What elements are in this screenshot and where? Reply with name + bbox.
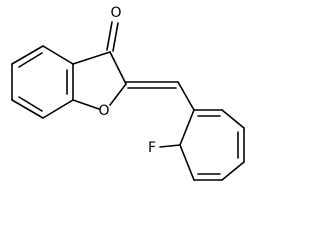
exocyclic-double-bond — [125, 81, 195, 111]
bond-c7-c7a — [42, 99, 74, 119]
bond-o1-c7a — [72, 99, 100, 110]
fused-benzene-ring — [11, 45, 74, 119]
bond-c6-c7 — [11, 99, 44, 119]
carbonyl-group — [106, 21, 119, 52]
bond-c3a-c3 — [72, 51, 111, 65]
bond-a1-a6b — [179, 109, 195, 146]
bond-a6-a1 — [179, 144, 195, 181]
bond-c4-c5 — [11, 45, 44, 65]
bond-c3a-c4 — [42, 45, 74, 65]
carbonyl-bond-a — [106, 21, 113, 51]
fluorine-label: F — [148, 140, 156, 156]
double-bond-c4-c5-inner — [18, 52, 43, 68]
bond-a4-a5 — [221, 161, 245, 181]
bond-a2-a3 — [221, 109, 245, 129]
molecule-structure: O O F — [11, 5, 245, 181]
ring-oxygen-label: O — [98, 103, 109, 119]
furanone-ring — [72, 51, 127, 110]
carbonyl-bond-b — [112, 22, 119, 52]
bond-c-f — [159, 144, 181, 148]
bond-ch-to-aryl — [177, 81, 195, 111]
bond-c2-o1 — [109, 83, 127, 106]
double-bond-c6-c7-inner — [18, 96, 43, 112]
bond-c3-c2 — [109, 51, 127, 85]
fluorophenyl-ring — [159, 109, 245, 181]
carbonyl-oxygen-label: O — [110, 5, 121, 21]
